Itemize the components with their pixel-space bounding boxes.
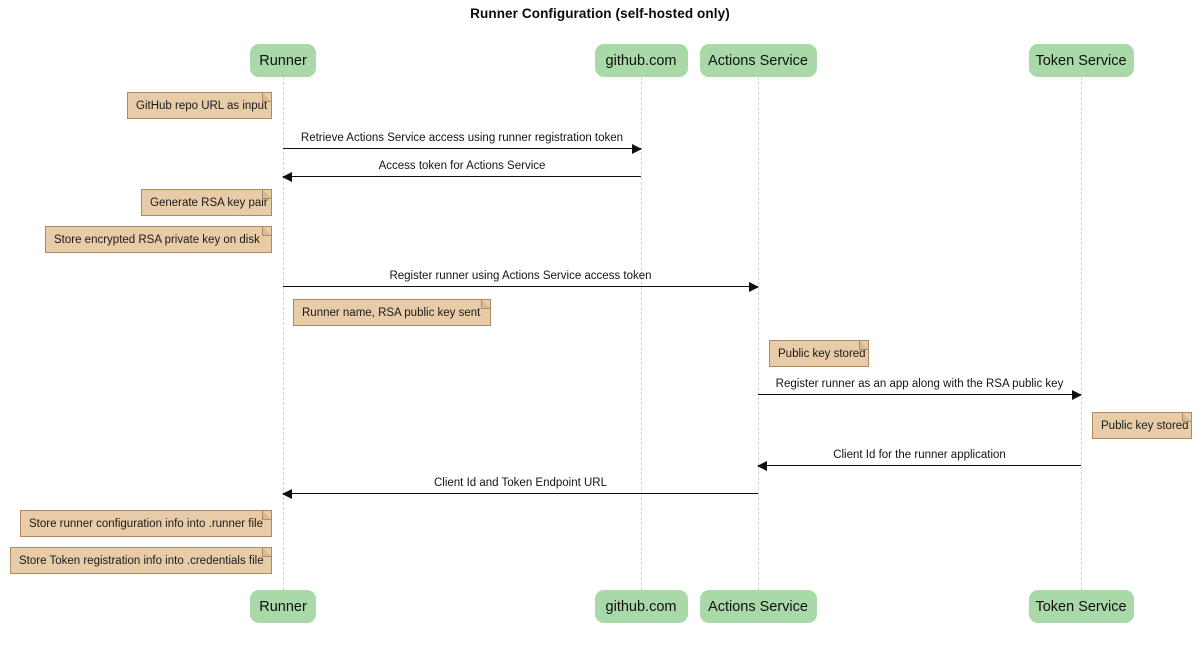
- note-fold-corner-icon: [1182, 412, 1192, 422]
- note-text: Runner name, RSA public key sent: [302, 306, 481, 319]
- participant-runner-bottom[interactable]: Runner: [250, 590, 316, 623]
- note-text: Store encrypted RSA private key on disk: [54, 233, 260, 246]
- note-fold-corner-icon: [262, 92, 272, 102]
- participant-github-top[interactable]: github.com: [594, 44, 688, 77]
- message-line: [283, 493, 758, 494]
- arrowhead-icon: [757, 460, 767, 471]
- note-github-repo-url: GitHub repo URL as input: [127, 92, 272, 119]
- message-line: [283, 176, 641, 177]
- msg-retrieve-actions-access: Retrieve Actions Service access using ru…: [283, 132, 642, 154]
- message-label: Client Id for the runner application: [833, 449, 1006, 461]
- lifeline-runner: [283, 77, 284, 590]
- note-text: Store Token registration info into .cred…: [19, 554, 264, 567]
- message-label: Client Id and Token Endpoint URL: [433, 477, 608, 489]
- arrowhead-icon: [282, 488, 292, 499]
- note-text: Generate RSA key pair: [150, 196, 268, 209]
- participant-label: Actions Service: [708, 52, 808, 69]
- note-text: Public key stored: [778, 347, 866, 360]
- note-text: Store runner configuration info into .ru…: [29, 517, 263, 530]
- participant-actions-top[interactable]: Actions Service: [699, 44, 817, 77]
- msg-register-runner: Register runner using Actions Service ac…: [283, 270, 759, 292]
- note-store-runner-config: Store runner configuration info into .ru…: [20, 510, 272, 537]
- message-line: [283, 148, 641, 149]
- message-label: Register runner using Actions Service ac…: [389, 270, 652, 282]
- msg-client-id-token-url: Client Id and Token Endpoint URL: [282, 477, 758, 499]
- participant-label: Token Service: [1035, 598, 1127, 615]
- participant-label: Runner: [259, 598, 307, 615]
- participant-github-bottom[interactable]: github.com: [594, 590, 688, 623]
- note-public-key-stored-actions: Public key stored: [769, 340, 869, 367]
- note-fold-corner-icon: [262, 547, 272, 557]
- participant-token-top[interactable]: Token Service: [1028, 44, 1134, 77]
- note-fold-corner-icon: [262, 510, 272, 520]
- msg-client-id-runner-app: Client Id for the runner application: [757, 449, 1081, 471]
- msg-access-token: Access token for Actions Service: [282, 160, 641, 182]
- note-text: GitHub repo URL as input: [136, 99, 268, 112]
- note-text: Public key stored: [1101, 419, 1189, 432]
- message-line: [758, 465, 1081, 466]
- participant-label: Token Service: [1035, 52, 1127, 69]
- arrowhead-icon: [282, 171, 292, 182]
- arrowhead-icon: [749, 281, 759, 292]
- participant-runner-top[interactable]: Runner: [250, 44, 316, 77]
- note-runner-name-rsa: Runner name, RSA public key sent: [293, 299, 491, 326]
- lifeline-actions: [758, 77, 759, 590]
- arrowhead-icon: [632, 143, 642, 154]
- note-generate-rsa: Generate RSA key pair: [141, 189, 272, 216]
- participant-label: github.com: [605, 598, 677, 615]
- participant-label: github.com: [605, 52, 677, 69]
- message-label: Access token for Actions Service: [378, 160, 546, 172]
- participant-actions-bottom[interactable]: Actions Service: [699, 590, 817, 623]
- msg-register-app-rsa: Register runner as an app along with the…: [758, 378, 1082, 400]
- note-fold-corner-icon: [262, 189, 272, 199]
- note-fold-corner-icon: [859, 340, 869, 350]
- note-fold-corner-icon: [262, 226, 272, 236]
- message-label: Retrieve Actions Service access using ru…: [300, 132, 624, 144]
- note-store-token-reg: Store Token registration info into .cred…: [10, 547, 272, 574]
- participant-label: Runner: [259, 52, 307, 69]
- diagram-title: Runner Configuration (self-hosted only): [470, 6, 730, 21]
- note-fold-corner-icon: [481, 299, 491, 309]
- arrowhead-icon: [1072, 389, 1082, 400]
- note-public-key-stored-token: Public key stored: [1092, 412, 1192, 439]
- message-line: [758, 394, 1081, 395]
- lifeline-token: [1081, 77, 1082, 590]
- participant-label: Actions Service: [708, 598, 808, 615]
- lifeline-github: [641, 77, 642, 590]
- message-line: [283, 286, 758, 287]
- note-store-encrypted-rsa: Store encrypted RSA private key on disk: [45, 226, 272, 253]
- participant-token-bottom[interactable]: Token Service: [1028, 590, 1134, 623]
- message-label: Register runner as an app along with the…: [775, 378, 1064, 390]
